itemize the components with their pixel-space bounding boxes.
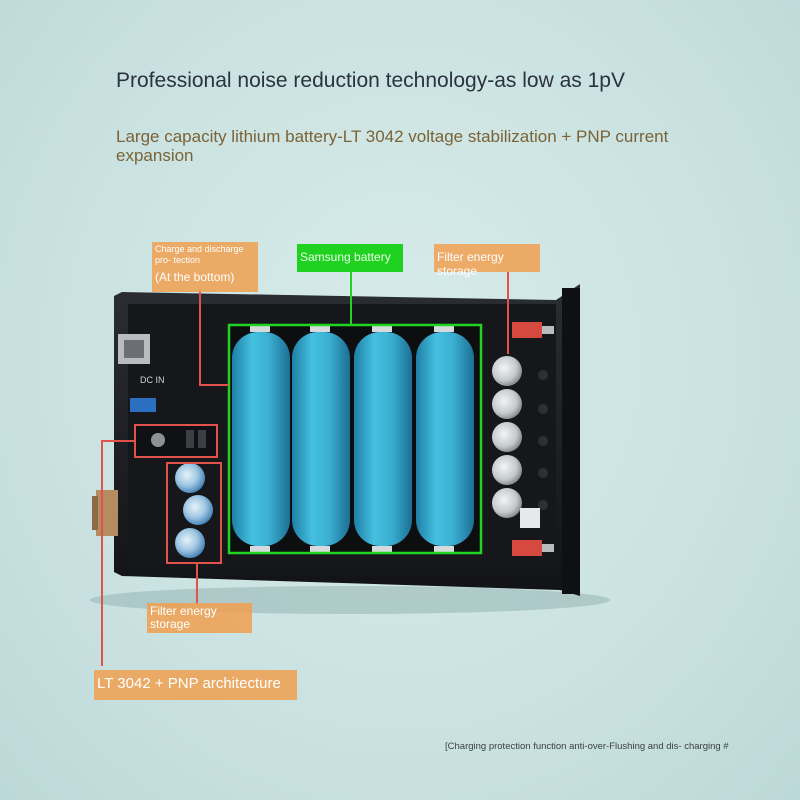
lead-line-protection xyxy=(199,290,201,386)
connector xyxy=(520,508,540,528)
lead-line-lt3042 xyxy=(101,440,103,666)
battery-cell-4 xyxy=(416,332,474,546)
trimmer xyxy=(130,398,156,412)
chassis-side-panel xyxy=(562,288,580,594)
headline: Professional noise reduction technology-… xyxy=(116,69,625,92)
battery-highlight xyxy=(227,323,483,555)
lead-line-samsung xyxy=(350,272,352,326)
battery-cell-1 xyxy=(232,332,290,546)
power-switch-top xyxy=(512,322,542,338)
left-capacitor-2 xyxy=(183,495,213,525)
label-charge-protection: Charge and discharge pro- tection (At th… xyxy=(152,242,258,292)
label-samsung-battery: Samsung battery xyxy=(297,244,403,272)
right-capacitor-3 xyxy=(492,422,522,452)
right-capacitor-5 xyxy=(492,488,522,518)
left-capacitor-1 xyxy=(175,463,205,493)
battery-cell-3 xyxy=(354,332,412,546)
label-lt3042-pnp: LT 3042 + PNP architecture xyxy=(94,670,297,700)
footnote: [Charging protection function anti-over-… xyxy=(445,741,729,752)
left-capacitor-3 xyxy=(175,528,205,558)
label-filter-energy-storage-right: Filter energy storage xyxy=(434,244,540,278)
right-capacitor-1 xyxy=(492,356,522,386)
power-switch-bottom xyxy=(512,540,542,556)
output-jack xyxy=(96,490,118,536)
battery-cell-2 xyxy=(292,332,350,546)
lead-box-filter-bottom xyxy=(166,462,222,464)
right-capacitor-2 xyxy=(492,389,522,419)
right-capacitor-4 xyxy=(492,455,522,485)
svg-text:DC IN: DC IN xyxy=(140,375,165,385)
label-filter-energy-storage-bottom: Filter energy storage xyxy=(147,603,252,633)
subheadline: Large capacity lithium battery-LT 3042 v… xyxy=(116,127,669,165)
lead-line-filter-right xyxy=(507,272,509,354)
